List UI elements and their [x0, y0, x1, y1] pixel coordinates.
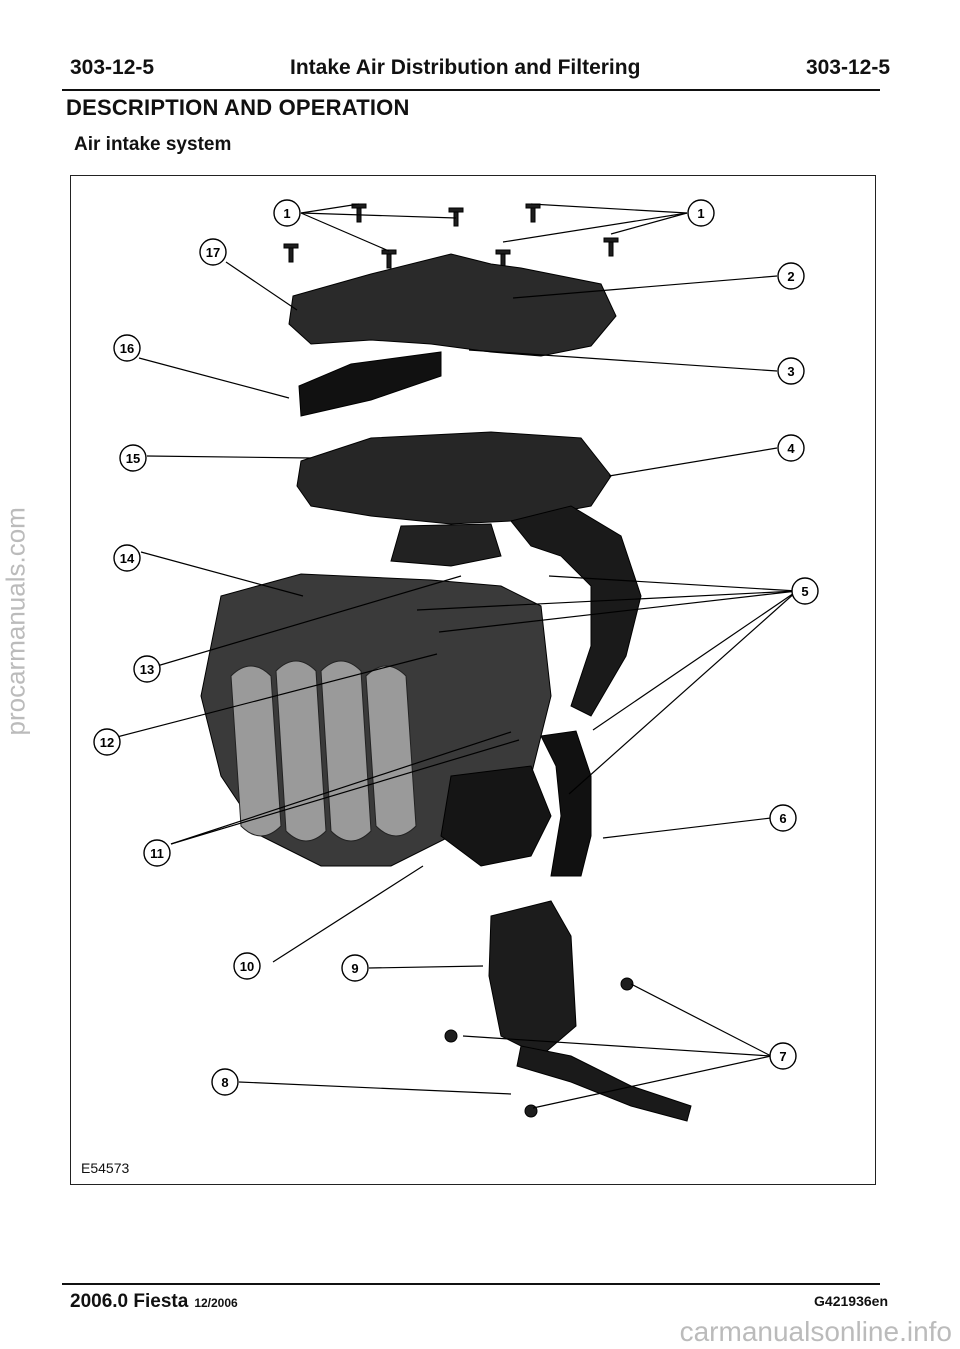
svg-text:16: 16	[120, 341, 134, 356]
svg-text:6: 6	[779, 811, 786, 826]
svg-text:9: 9	[351, 961, 358, 976]
page-number-right: 303-12-5	[805, 56, 890, 79]
callout-12: 12	[93, 728, 121, 756]
outlet-hose	[510, 505, 642, 717]
footer-model: 2006.0 Fiesta 12/2006	[70, 1291, 238, 1313]
svg-text:4: 4	[787, 441, 795, 456]
bottom-watermark: carmanualsonline.info	[679, 1316, 952, 1347]
svg-text:2: 2	[787, 269, 794, 284]
exploded-diagram: 1 1 2 3 4 5 6 7 8 9 10 11 12 13 14 15 16…	[70, 175, 876, 1185]
callout-16: 16	[113, 334, 141, 362]
svg-text:5: 5	[801, 584, 808, 599]
callout-3: 3	[777, 357, 805, 385]
throttle-body-duct	[440, 765, 552, 867]
footer-model-name: 2006.0 Fiesta	[70, 1291, 189, 1312]
svg-text:17: 17	[206, 245, 220, 260]
callout-5: 5	[791, 577, 819, 605]
svg-text:7: 7	[779, 1049, 786, 1064]
callout-1b: 1	[687, 199, 715, 227]
intake-system-illustration: 1 1 2 3 4 5 6 7 8 9 10 11 12 13 14 15 16…	[93, 199, 819, 1122]
callout-9: 9	[341, 954, 369, 982]
callout-8: 8	[211, 1068, 239, 1096]
mounting-bracket	[516, 1045, 692, 1122]
page-number-left: 303-12-5	[70, 56, 155, 79]
callout-2: 2	[777, 262, 805, 290]
svg-text:1: 1	[283, 206, 290, 221]
callout-1a: 1	[273, 199, 301, 227]
svg-text:12: 12	[100, 735, 114, 750]
leader-lines	[112, 203, 798, 1109]
subsection-title: Air intake system	[74, 134, 232, 155]
svg-text:15: 15	[126, 451, 140, 466]
callout-7: 7	[769, 1042, 797, 1070]
footer-divider	[62, 1283, 880, 1285]
header-divider	[62, 89, 880, 91]
resonator-box	[488, 900, 577, 1057]
footer-doc-code: G421936en	[814, 1293, 888, 1309]
svg-text:1: 1	[697, 206, 704, 221]
bolt-icon	[283, 203, 619, 269]
section-title: DESCRIPTION AND OPERATION	[66, 95, 410, 120]
callout-15: 15	[119, 444, 147, 472]
callout-14: 14	[113, 544, 141, 572]
svg-text:10: 10	[240, 959, 254, 974]
callouts: 1 1 2 3 4 5 6 7 8 9 10 11 12 13 14 15 16…	[93, 199, 819, 1096]
footer-date: 12/2006	[194, 1296, 238, 1310]
intake-hose	[540, 730, 592, 877]
figure-id: E54573	[81, 1160, 130, 1176]
svg-text:8: 8	[221, 1075, 228, 1090]
svg-text:13: 13	[140, 662, 154, 677]
svg-text:11: 11	[150, 846, 164, 861]
callout-11: 11	[143, 839, 171, 867]
page-header-title: Intake Air Distribution and Filtering	[290, 56, 641, 79]
intake-duct	[390, 523, 502, 567]
callout-13: 13	[133, 655, 161, 683]
side-watermark: procarmanuals.com	[0, 507, 31, 736]
svg-text:3: 3	[787, 364, 794, 379]
callout-6: 6	[769, 804, 797, 832]
callout-10: 10	[233, 952, 261, 980]
callout-4: 4	[777, 434, 805, 462]
callout-17: 17	[199, 238, 227, 266]
svg-text:14: 14	[120, 551, 135, 566]
air-cleaner-cover	[288, 253, 617, 357]
air-filter-element	[298, 351, 442, 417]
